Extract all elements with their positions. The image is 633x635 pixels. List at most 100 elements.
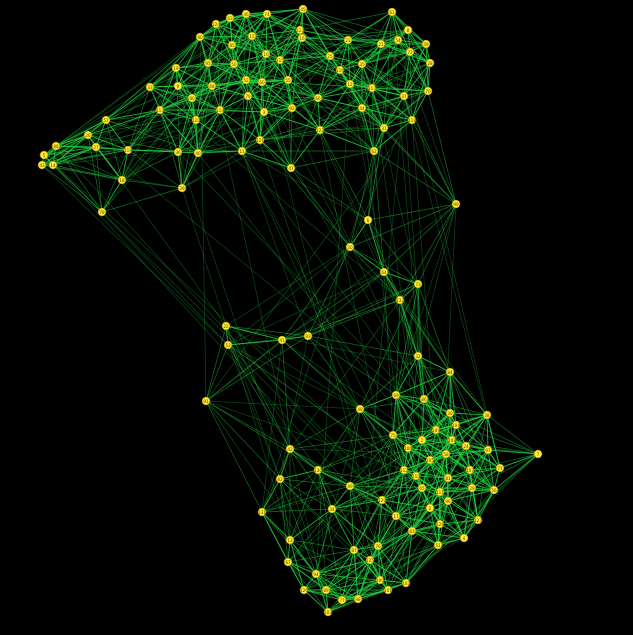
graph-node[interactable]: 47 [286, 163, 296, 173]
graph-node[interactable]: 4 [459, 533, 469, 543]
graph-node[interactable]: 131 [257, 507, 266, 517]
graph-node[interactable]: 79 [243, 91, 253, 101]
graph-node[interactable]: 32 [413, 351, 423, 361]
graph-node[interactable]: 27 [91, 142, 101, 152]
graph-node[interactable]: 82 [275, 474, 285, 484]
graph-node[interactable]: 94 [311, 569, 321, 579]
graph-node[interactable]: 39 [177, 183, 187, 193]
graph-node[interactable]: 62 [369, 146, 379, 156]
graph-node[interactable]: 30 [445, 408, 455, 418]
graph-node[interactable]: 42 [285, 444, 295, 454]
graph-node[interactable]: 40 [193, 148, 203, 158]
graph-node[interactable]: 25 [325, 51, 335, 61]
graph-node[interactable]: 58 [441, 449, 451, 459]
graph-node[interactable]: 127 [473, 515, 482, 525]
graph-node[interactable]: 71 [495, 463, 505, 473]
graph-node[interactable]: 73 [413, 279, 423, 289]
graph-node[interactable]: 102 [401, 578, 410, 588]
graph-node[interactable]: 65 [417, 483, 427, 493]
graph-node[interactable]: 52 [241, 75, 251, 85]
graph-node[interactable]: 15 [247, 31, 257, 41]
graph-node[interactable]: 56 [489, 485, 499, 495]
graph-node[interactable]: 46 [241, 9, 251, 19]
graph-node[interactable]: 18 [117, 175, 127, 185]
graph-node[interactable]: 89 [321, 585, 331, 595]
graph-node[interactable]: 128 [435, 519, 444, 529]
graph-node[interactable]: 49 [345, 481, 355, 491]
graph-node[interactable]: 75 [388, 430, 398, 440]
graph-node[interactable]: 125 [365, 555, 374, 565]
graph-node[interactable]: 126 [299, 585, 308, 595]
graph-node[interactable]: 64 [379, 267, 389, 277]
graph-node[interactable]: 85 [227, 40, 237, 50]
graph-node[interactable]: 54 [393, 35, 403, 45]
graph-node[interactable]: 91 [201, 396, 211, 406]
graph-node[interactable]: 24 [461, 441, 471, 451]
graph-node[interactable]: 57 [101, 115, 111, 125]
graph-node[interactable]: 93 [303, 331, 313, 341]
graph-node[interactable]: 53 [223, 340, 233, 350]
graph-node[interactable]: 69 [391, 390, 401, 400]
graph-node[interactable]: 19 [171, 63, 181, 73]
graph-node[interactable]: 45 [298, 4, 308, 14]
graph-node[interactable]: 43 [37, 160, 47, 170]
graph-node[interactable]: 59 [421, 39, 431, 49]
graph-node[interactable]: 26 [83, 130, 93, 140]
graph-node[interactable]: 74 [262, 9, 272, 19]
graph-node[interactable]: 81 [443, 473, 453, 483]
graph-node[interactable]: 106 [403, 443, 412, 453]
graph-node[interactable]: 120 [191, 115, 200, 125]
graph-node[interactable]: 123 [295, 25, 304, 35]
graph-node[interactable]: 101 [383, 585, 392, 595]
graph-node[interactable]: 63 [225, 13, 235, 23]
graph-node[interactable]: 99 [451, 199, 461, 209]
graph-node[interactable]: 112 [399, 465, 408, 475]
graph-node[interactable]: 132 [395, 295, 404, 305]
graph-node[interactable]: 117 [367, 83, 376, 93]
graph-node[interactable]: 48 [355, 404, 365, 414]
graph-node[interactable]: 107 [465, 465, 474, 475]
graph-node[interactable]: 87 [349, 545, 359, 555]
graph-node[interactable]: 41 [277, 335, 287, 345]
graph-node[interactable]: 67 [283, 557, 293, 567]
graph-node[interactable]: 3 [259, 107, 269, 117]
graph-node[interactable]: 96 [443, 496, 453, 506]
graph-node[interactable]: 66 [313, 93, 323, 103]
graph-node[interactable]: 115 [275, 55, 284, 65]
graph-node[interactable]: 110 [411, 471, 420, 481]
graph-node[interactable]: 23 [343, 35, 353, 45]
graph-node[interactable]: 86 [419, 394, 429, 404]
graph-node[interactable]: 2 [425, 503, 435, 513]
graph-node[interactable]: 119 [123, 145, 132, 155]
graph-node[interactable]: 113 [155, 105, 164, 115]
graph-node[interactable]: 122 [315, 125, 324, 135]
graph-node[interactable]: 60 [257, 77, 267, 87]
graph-node[interactable]: 55 [283, 75, 293, 85]
graph-node[interactable]: 9 [173, 81, 183, 91]
graph-node[interactable]: 116 [335, 65, 344, 75]
graph-node[interactable]: 92 [287, 103, 297, 113]
graph-node[interactable]: 1 [417, 435, 427, 445]
graph-node[interactable]: 31 [379, 123, 389, 133]
graph-node[interactable]: 118 [407, 115, 416, 125]
graph-node[interactable]: 105 [425, 455, 434, 465]
graph-node[interactable]: 88 [51, 141, 61, 151]
graph-node[interactable]: 72 [405, 47, 415, 57]
graph-node[interactable]: 21 [376, 39, 386, 49]
graph-node[interactable]: 51 [433, 540, 443, 550]
graph-node[interactable]: 76 [373, 541, 383, 551]
graph-node[interactable]: 90 [195, 32, 205, 42]
graph-node[interactable]: 109 [431, 425, 440, 435]
graph-node[interactable]: 98 [353, 594, 363, 604]
graph-node[interactable]: 129 [377, 495, 386, 505]
graph-node[interactable]: 10 [261, 49, 271, 59]
graph-node[interactable]: 6 [363, 215, 373, 225]
graph-node[interactable]: 50 [229, 59, 239, 69]
graph-node[interactable]: 28 [425, 58, 435, 68]
graph-node[interactable]: 11 [237, 146, 247, 156]
graph-node[interactable]: 35 [357, 59, 367, 69]
graph-node[interactable]: 124 [211, 19, 220, 29]
graph-node[interactable]: 17 [391, 511, 401, 521]
graph-node[interactable]: 37 [399, 91, 409, 101]
graph-node[interactable]: 7 [533, 449, 543, 459]
